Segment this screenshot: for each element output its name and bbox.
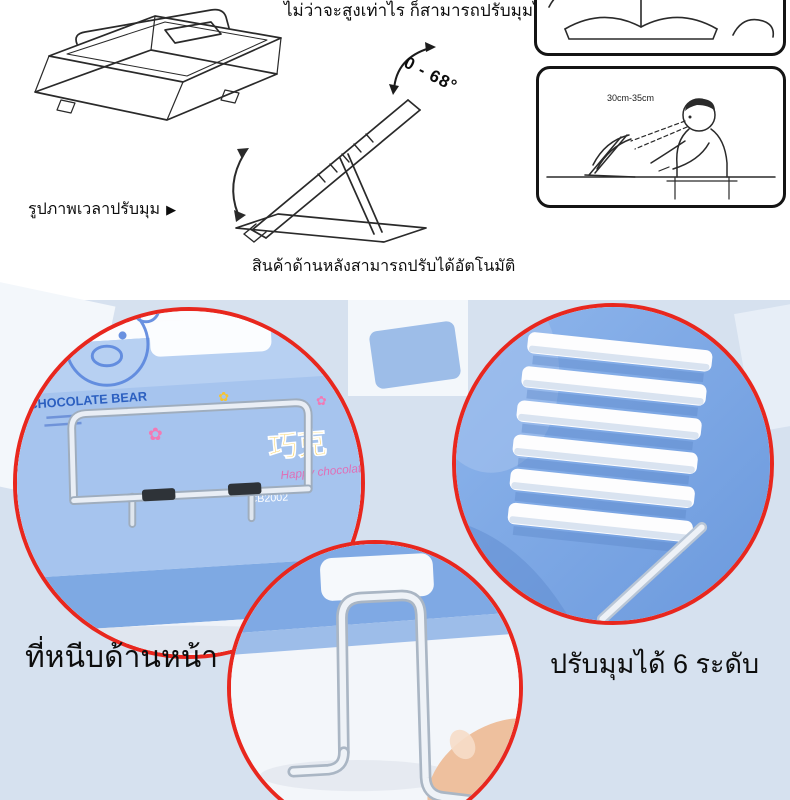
rotate-arrowhead-down bbox=[234, 210, 246, 222]
callout-clip-closeup bbox=[227, 540, 523, 800]
viewing-distance-label: 30cm-35cm bbox=[607, 93, 654, 103]
boy-hair bbox=[685, 98, 715, 111]
flower-doodle-icon: ✿ bbox=[316, 394, 327, 408]
reading-posture-inset: 30cm-35cm bbox=[536, 66, 786, 208]
wire-clip-closeup bbox=[287, 589, 482, 800]
front-clip-label: ที่หนีบด้านหน้า bbox=[25, 641, 219, 674]
book-hand-sketch bbox=[548, 0, 775, 40]
instruction-panel: ไม่ว่าจะสูงเท่าไร ก็สามารถปรับมุมได้ 0 -… bbox=[0, 0, 790, 300]
clip-closeup-photo bbox=[231, 544, 519, 800]
handle-slot bbox=[320, 553, 434, 601]
reading-boy-sketch: 30cm-35cm bbox=[546, 93, 776, 200]
handle-slot bbox=[149, 316, 272, 357]
callout-angle-ratchet bbox=[452, 303, 774, 625]
rotate-arrowhead-up bbox=[237, 148, 249, 159]
photo-collage-panel: CHOCOLATE BEAR ✿ ✿ ✿ 巧克 Happy chocolate … bbox=[0, 281, 790, 800]
background-product-edge bbox=[368, 320, 462, 390]
clip-page-tab bbox=[141, 488, 176, 502]
folded-stand-sketch bbox=[34, 8, 282, 121]
tilted-stand-sketch bbox=[232, 99, 427, 243]
hand-adjust-inset bbox=[534, 0, 786, 56]
boy-eye bbox=[688, 115, 692, 119]
adjust-caption: รูปภาพเวลาปรับมุม ▶ bbox=[28, 199, 176, 221]
angle-arc-arrow-icon bbox=[389, 42, 436, 95]
auto-caption: สินค้าด้านหลังสามารถปรับได้อัตโนมัติ bbox=[252, 258, 516, 275]
adjust-caption-text: รูปภาพเวลาปรับมุม bbox=[28, 201, 161, 218]
flower-doodle-icon: ✿ bbox=[148, 424, 163, 444]
flower-doodle-icon: ✿ bbox=[218, 390, 229, 404]
headline: ไม่ว่าจะสูงเท่าไร ก็สามารถปรับมุมได้ bbox=[284, 1, 553, 20]
ratchet-photo bbox=[456, 307, 770, 621]
angle-levels-label: ปรับมุมได้ 6 ระดับ bbox=[550, 649, 760, 679]
clip-page-tab bbox=[227, 482, 262, 496]
front-wire-clip bbox=[67, 398, 313, 528]
pointer-right-icon: ▶ bbox=[166, 202, 177, 217]
ratchet-slats bbox=[507, 332, 713, 553]
print-chinese: 巧克 bbox=[267, 427, 328, 465]
